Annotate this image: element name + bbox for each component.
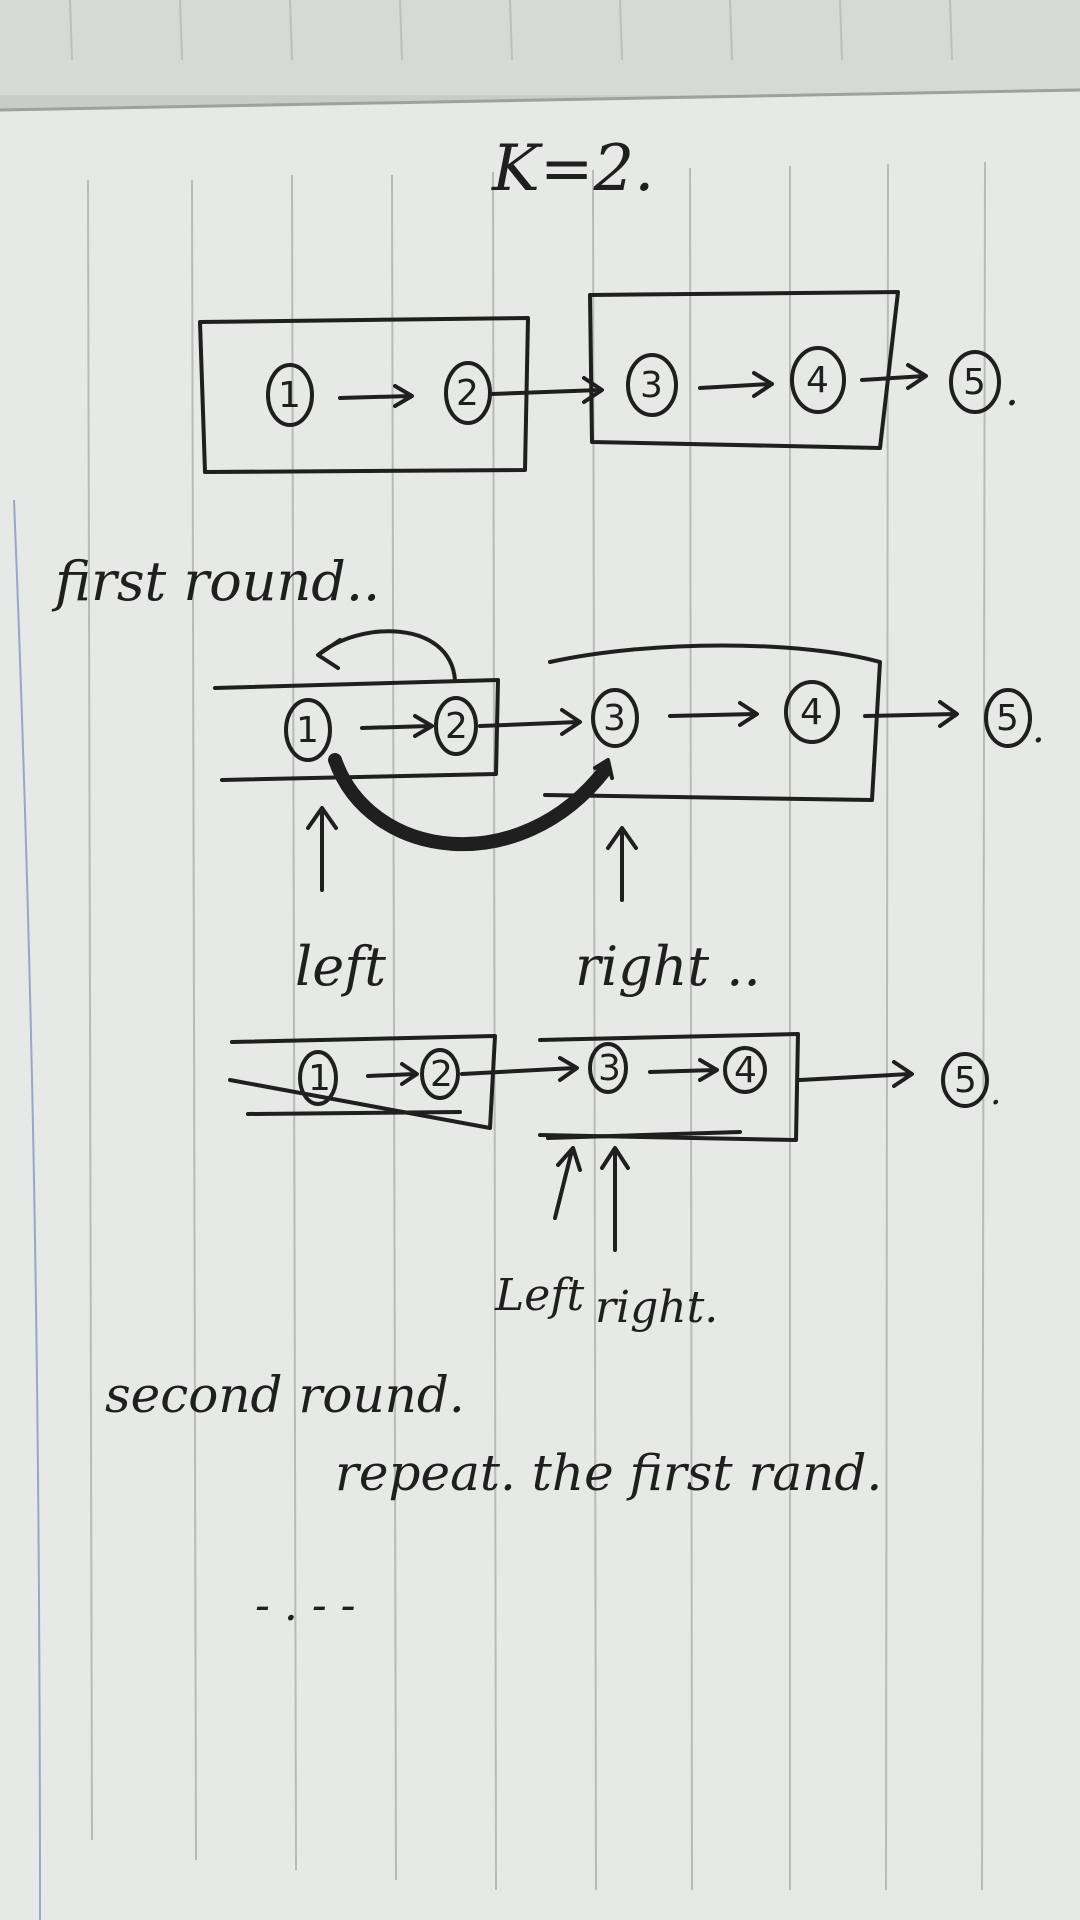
row1-trailing-mark: .	[1005, 365, 1019, 416]
row3-underline-2	[546, 1130, 742, 1140]
rule-lines	[87, 161, 986, 1891]
round1-node-3: 3	[591, 688, 639, 748]
row1-node-2: 2	[444, 361, 492, 425]
footer-dashes: - . - -	[255, 1580, 356, 1631]
row1-node-2-circle	[444, 361, 492, 425]
round1-node-1-label: 1	[296, 710, 319, 751]
row1-group-box-2	[588, 290, 900, 450]
row1-node-4: 4	[790, 346, 846, 414]
row3-group-box-1	[228, 1034, 497, 1130]
round1-swap-arrowhead	[593, 758, 614, 780]
row3-node-5-circle	[941, 1052, 989, 1108]
row1-node-3-circle	[626, 353, 678, 417]
row3-node-1-label: 1	[308, 1058, 331, 1099]
k-label: K=2.	[491, 132, 655, 206]
row1-node-3-label: 3	[640, 365, 663, 406]
row3-node-4-label: 4	[734, 1050, 757, 1091]
row3-node-5: 5	[941, 1052, 989, 1108]
row3-node-2-circle	[420, 1048, 460, 1100]
round1-node-5: 5	[984, 688, 1032, 748]
round1-node-2: 2	[434, 696, 478, 756]
row3-trailing-mark: .	[990, 1072, 1001, 1113]
row3-arrow-3-4	[648, 1058, 719, 1082]
round1-trailing-mark: .	[1032, 706, 1045, 752]
row3-arrow-2-3	[460, 1056, 579, 1082]
row1-node-5-circle	[949, 350, 1001, 414]
round1-node-4-label: 4	[800, 692, 823, 733]
row1-node-5: 5	[949, 350, 1001, 414]
row1-arrow-3-4	[698, 371, 774, 398]
round1-node-5-label: 5	[996, 698, 1019, 739]
row1-arrow-4-5	[860, 363, 928, 390]
round1-right-label: right ..	[575, 935, 761, 998]
row3-node-2-label: 2	[430, 1054, 453, 1095]
round1-left-label: left	[295, 935, 386, 998]
row3-arrow-4-5	[798, 1060, 914, 1088]
row3-node-4: 4	[723, 1046, 767, 1094]
round1-swap-arrow-top	[316, 629, 457, 682]
row3-node-5-label: 5	[954, 1060, 977, 1101]
row3-node-3-label: 3	[598, 1048, 621, 1089]
margin-line	[13, 499, 41, 1920]
row3-node-4-circle	[723, 1046, 767, 1094]
row1-node-3: 3	[626, 353, 678, 417]
round1-node-4: 4	[784, 680, 840, 744]
round1-node-2-circle	[434, 696, 478, 756]
row3-node-3-circle	[588, 1042, 628, 1094]
previous-page	[0, 0, 1080, 95]
row3-node-3: 3	[588, 1042, 628, 1094]
second-round-label: second round.	[105, 1366, 465, 1424]
row1-node-2-label: 2	[456, 373, 479, 414]
round1-diagram: 1 2 3 4 5 . left right ..	[213, 629, 1045, 998]
previous-page-rules	[69, 0, 953, 61]
page-surface	[0, 90, 1080, 1920]
round1-left-pointer	[306, 806, 338, 892]
row1-node-1-circle	[266, 363, 314, 427]
page-top-edge	[0, 88, 1080, 112]
round1-node-5-circle	[984, 688, 1032, 748]
round1-right-pointer	[606, 826, 638, 902]
row3-node-2: 2	[420, 1048, 460, 1100]
second-round-note: repeat. the first rand.	[335, 1444, 882, 1502]
row1-node-1-label: 1	[278, 375, 301, 416]
row3-node-1: 1	[298, 1050, 338, 1106]
row3-diagram: 1 2 3 4 5 . Left right.	[228, 1032, 1001, 1333]
row3-group-box-2	[538, 1032, 800, 1142]
row3-left-label: Left	[494, 1270, 585, 1321]
row1-arrow-2-3	[490, 376, 604, 404]
round1-group-box-2	[543, 643, 882, 802]
row1-diagram: 1 2 3 4 5 .	[198, 290, 1019, 474]
round1-arrow-3-4	[668, 701, 759, 727]
first-round-label: first round..	[51, 550, 380, 613]
round1-node-3-label: 3	[603, 698, 626, 739]
round1-node-2-label: 2	[445, 706, 468, 747]
row1-node-5-label: 5	[963, 362, 986, 403]
round1-swap-arrow-bottom	[328, 753, 612, 852]
row1-arrow-1-2	[338, 384, 414, 408]
row1-node-4-circle	[790, 346, 846, 414]
row3-right-label: right.	[595, 1282, 718, 1333]
row3-node-1-circle	[298, 1050, 338, 1106]
row3-underline-1	[246, 1110, 462, 1116]
round1-arrow-2-3	[478, 708, 582, 736]
row3-left-pointer	[553, 1146, 582, 1220]
row1-node-4-label: 4	[806, 360, 829, 401]
row3-arrow-1-2	[366, 1062, 419, 1086]
round1-arrow-4-5	[863, 700, 959, 728]
row1-group-box-1	[198, 316, 530, 474]
row1-node-1: 1	[266, 363, 314, 427]
row3-right-pointer	[600, 1146, 630, 1252]
round1-node-1: 1	[284, 698, 332, 762]
round1-node-4-circle	[784, 680, 840, 744]
round1-node-3-circle	[591, 688, 639, 748]
round1-arrow-1-2	[360, 714, 434, 738]
round1-node-1-circle	[284, 698, 332, 762]
